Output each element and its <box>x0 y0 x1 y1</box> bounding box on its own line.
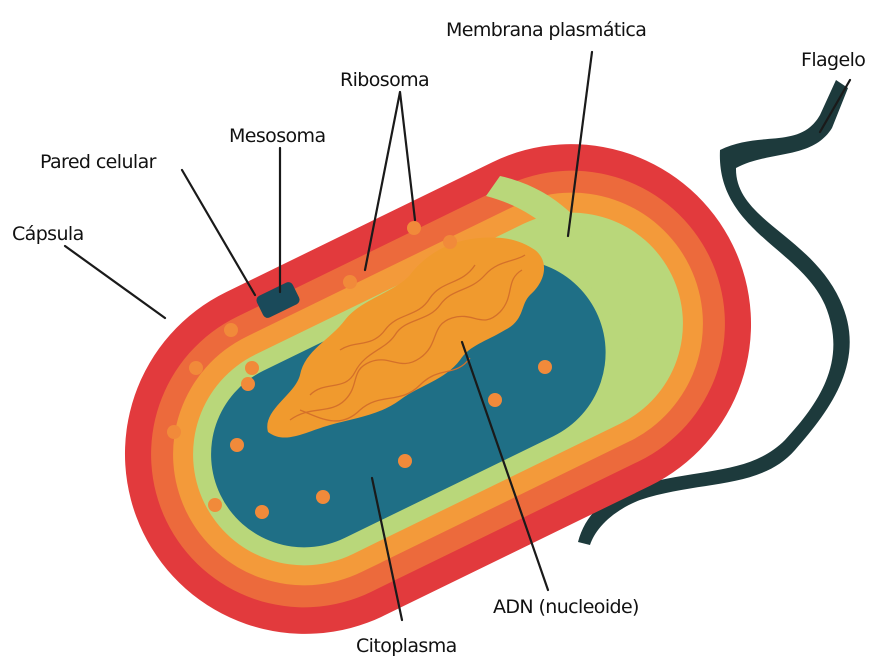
label-flagellum: Flagelo <box>801 49 865 71</box>
label-cell-wall: Pared celular <box>40 151 157 173</box>
ribosome-dot <box>538 360 552 374</box>
ribosome-dot <box>241 377 255 391</box>
ribosome-dot <box>189 361 203 375</box>
ribosome-dot <box>398 454 412 468</box>
label-cytoplasm: Citoplasma <box>356 635 457 657</box>
ribosome-dot <box>167 425 181 439</box>
ribosome-dot <box>443 235 457 249</box>
leader-cell-wall <box>182 170 255 295</box>
leader-capsule <box>65 246 165 318</box>
label-membrane: Membrana plasmática <box>446 19 646 41</box>
label-mesosome: Mesosoma <box>229 125 325 147</box>
ribosome-dot <box>224 323 238 337</box>
ribosome-dot <box>208 498 222 512</box>
ribosome-dot <box>245 361 259 375</box>
label-dna: ADN (nucleoide) <box>493 596 639 618</box>
ribosome-dot <box>230 438 244 452</box>
label-ribosome: Ribosoma <box>340 69 429 91</box>
label-capsule: Cápsula <box>12 223 84 245</box>
ribosome-dot <box>407 221 421 235</box>
ribosome-dot <box>343 275 357 289</box>
ribosome-dot <box>316 490 330 504</box>
ribosome-dot <box>488 393 502 407</box>
ribosome-dot <box>255 505 269 519</box>
